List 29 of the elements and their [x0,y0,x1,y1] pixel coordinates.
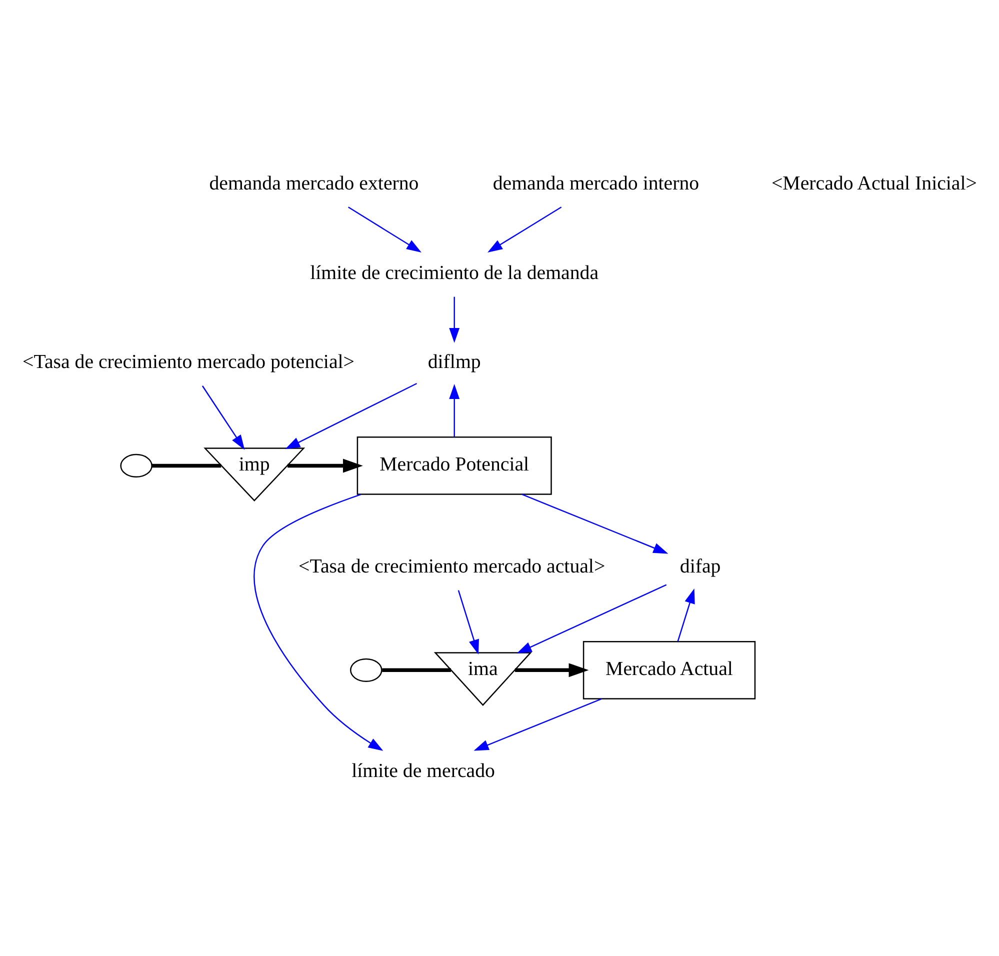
arrow [487,206,562,252]
arrow [201,385,244,450]
connector [382,668,451,672]
arrow [448,384,460,436]
arrow [287,458,362,472]
node-box: Mercado Actual [582,640,756,699]
node-text: <Tasa de crecimiento mercado actual> [298,555,605,578]
node-text: difap [679,555,720,578]
arrow [516,584,666,653]
node-text: <Tasa de crecimiento mercado potencial> [22,350,354,373]
node-cloud [120,453,152,478]
label: <Mercado Actual Inicial> [770,172,976,194]
node-cloud [350,658,382,682]
arrow [514,662,588,677]
arrow [347,206,421,252]
arrow [253,493,383,750]
arrow [457,590,478,654]
arrow [521,493,668,554]
arrow [473,698,602,750]
node-text: demanda mercado interno [492,172,699,194]
node-text: diflmp [427,350,480,373]
node-text: demanda mercado externo [208,172,418,194]
arrow [448,296,460,342]
node-text: límite de crecimiento de la demanda [310,261,598,284]
arrow [284,382,416,449]
arrow [676,588,694,642]
node-text: límite de mercado [351,760,494,782]
connector [152,463,221,468]
node-box: Mercado Potencial [356,436,552,494]
